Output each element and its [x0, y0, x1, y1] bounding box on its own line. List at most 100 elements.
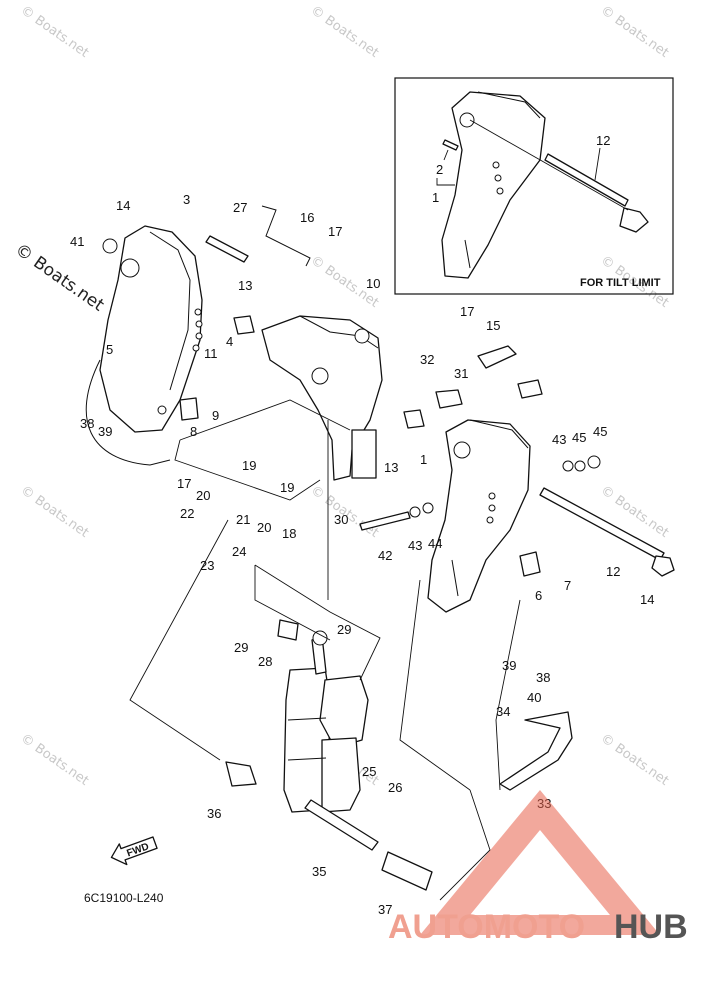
inset-frame: [394, 77, 674, 295]
tilt-motor: [319, 675, 369, 749]
watermark: © Boats.net: [18, 731, 92, 789]
callout-1: 1: [432, 190, 439, 205]
watermark: © Boats.net: [18, 483, 92, 541]
callout-6: 6: [535, 588, 542, 603]
callout-22: 22: [180, 506, 194, 521]
callout-7: 7: [564, 578, 571, 593]
callout-18: 18: [282, 526, 296, 541]
callout-36: 36: [207, 806, 221, 821]
tilt-tube-rod: [539, 487, 665, 561]
bracket-hole: [195, 332, 203, 340]
callout-17: 17: [328, 224, 342, 239]
assembly-line: [179, 399, 351, 441]
callout-20: 20: [257, 520, 271, 535]
callout-13: 13: [238, 278, 252, 293]
bushing-28: [277, 619, 299, 641]
assembly-line: [254, 565, 331, 641]
tilt-rod-eye: [312, 630, 328, 646]
callout-34: 34: [496, 704, 510, 719]
callout-14: 14: [640, 592, 654, 607]
inset-pin: [442, 139, 459, 151]
callout-39: 39: [502, 658, 516, 673]
callout-21: 21: [236, 512, 250, 527]
callout-26: 26: [388, 780, 402, 795]
callout-25: 25: [362, 764, 376, 779]
swivel-edge: [299, 315, 379, 349]
cylinder-rib: [287, 717, 327, 721]
bracket-hole: [192, 344, 200, 352]
callout-11: 11: [204, 346, 218, 361]
callout-29: 29: [337, 622, 351, 637]
callout-10: 10: [366, 276, 380, 291]
bracket-15: [477, 345, 517, 369]
callout-28: 28: [258, 654, 272, 669]
callout-19: 19: [280, 480, 294, 495]
callout-12: 12: [596, 133, 610, 148]
callout-20: 20: [196, 488, 210, 503]
leader-line: [443, 149, 449, 161]
watermark: © Boats.net: [18, 3, 92, 61]
clamp-outline: [85, 359, 171, 466]
bracket-hole: [194, 308, 202, 316]
brand-text-part-a: AUTOMOTO: [388, 908, 585, 946]
callout-29: 29: [234, 640, 248, 655]
callout-35: 35: [312, 864, 326, 879]
tilt-tube-nut: [651, 555, 675, 577]
tilt-limit-inset: 1 2 12 FOR TILT LIMIT: [394, 77, 674, 295]
callout-16: 16: [300, 210, 314, 225]
shaft-35: [304, 799, 379, 851]
callout-31: 31: [454, 366, 468, 381]
callout-45: 45: [593, 424, 607, 439]
callout-43: 43: [552, 432, 566, 447]
hose-40: [499, 711, 573, 791]
fwd-arrow: FWD: [110, 836, 158, 866]
fwd-label: FWD: [125, 841, 150, 859]
tilt-reservoir: [321, 737, 361, 813]
washer-43b: [409, 506, 421, 518]
callout-40: 40: [527, 690, 541, 705]
callout-1: 1: [420, 452, 427, 467]
clamp-bracket-left-body: [99, 225, 203, 433]
brand-triangle-icon: [420, 790, 660, 935]
callout-32: 32: [420, 352, 434, 367]
pad-8: [179, 397, 199, 421]
callout-39: 39: [98, 424, 112, 439]
inset-axis-line: [469, 119, 629, 211]
assembly-line: [129, 519, 229, 761]
callout-2: 2: [436, 162, 443, 177]
bracket-edge: [149, 231, 191, 391]
leader-line: [594, 147, 601, 181]
callout-3: 3: [183, 192, 190, 207]
tilt-tube: [539, 487, 675, 577]
watermark-bold: © Boats.net: [11, 240, 108, 316]
watermark: © Boats.net: [598, 3, 672, 61]
callout-15: 15: [486, 318, 500, 333]
inset-slot: [464, 239, 471, 269]
nut-45: [587, 455, 601, 469]
connector: [517, 379, 543, 399]
small-parts: [102, 205, 601, 891]
bracket-edge: [469, 419, 529, 449]
callout-44: 44: [428, 536, 442, 551]
nut-14: [102, 238, 118, 254]
callout-24: 24: [232, 544, 246, 559]
diagram-code: 6C19100-L240: [84, 891, 164, 905]
bracket-hole: [488, 492, 496, 500]
clamp-bracket-left: [85, 225, 203, 466]
brand-logo: AUTOMOTO HUB: [388, 790, 688, 946]
inset-tilt-rod: [544, 153, 629, 207]
callout-30: 30: [334, 512, 348, 527]
washer-43: [562, 460, 574, 472]
inset-rod-nut: [619, 207, 649, 233]
bracket-hole: [195, 320, 203, 328]
washer-45: [574, 460, 586, 472]
assembly-line: [399, 579, 471, 791]
callout-12: 12: [606, 564, 620, 579]
callout-41: 41: [70, 234, 84, 249]
inset-bracket-edge: [477, 91, 541, 119]
bracket-hole: [486, 516, 494, 524]
callout-19: 19: [242, 458, 256, 473]
brand-text-part-b: HUB: [614, 908, 688, 946]
pin-27: [205, 235, 249, 263]
